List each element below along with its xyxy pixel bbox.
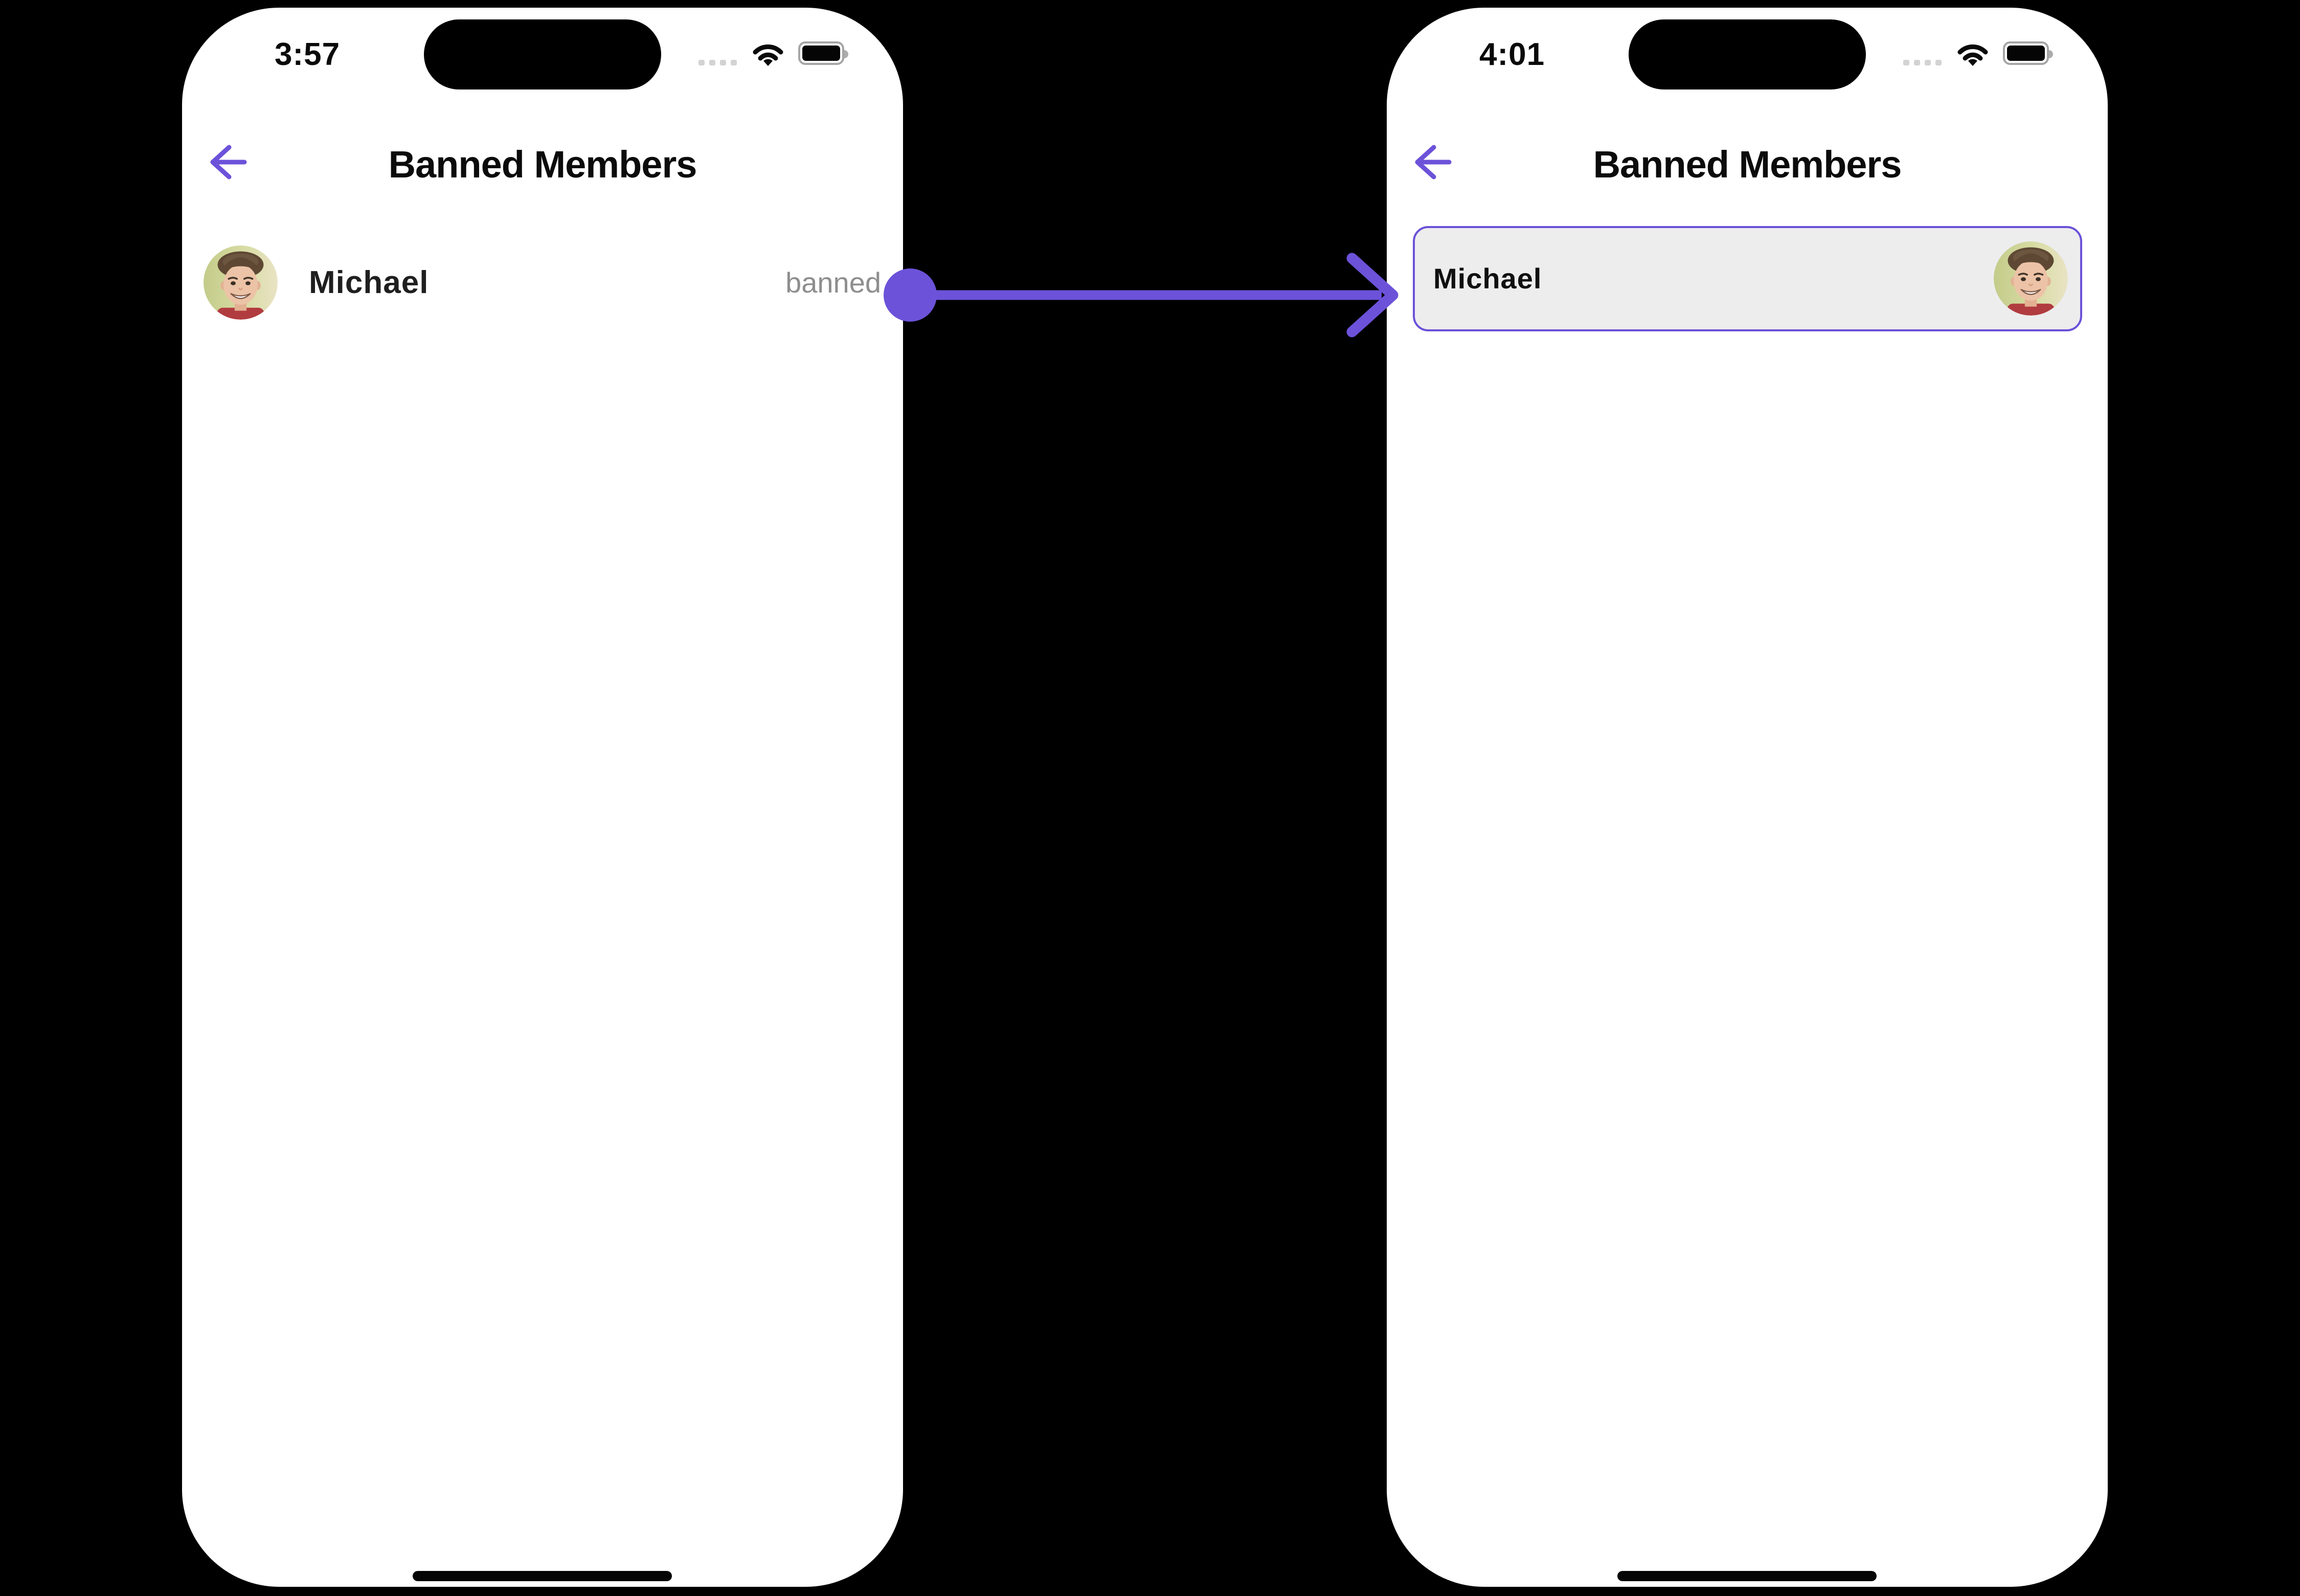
michael-avatar xyxy=(204,245,278,320)
phone-screen-before: 3:57 Banned Members Michael banned xyxy=(182,8,903,1587)
michael-avatar xyxy=(1994,241,2068,316)
status-icons xyxy=(1903,38,2057,74)
status-time: 3:57 xyxy=(275,37,341,72)
back-button[interactable] xyxy=(207,144,247,181)
flow-arrow-icon xyxy=(884,253,1399,338)
member-status-badge: banned xyxy=(785,266,881,299)
phone-screen-after: 4:01 Banned Members Michael xyxy=(1387,8,2108,1587)
wifi-icon xyxy=(1957,44,1988,66)
cellular-dots-icon xyxy=(1903,60,1942,65)
battery-icon xyxy=(798,41,848,65)
status-icons xyxy=(698,38,852,74)
member-name: Michael xyxy=(1433,262,1542,295)
page-title: Banned Members xyxy=(1593,143,1902,186)
dynamic-island xyxy=(1629,19,1866,89)
home-indicator[interactable] xyxy=(413,1571,672,1581)
battery-icon xyxy=(2003,41,2053,65)
banned-member-row[interactable]: Michael banned xyxy=(182,239,903,327)
wifi-icon xyxy=(753,44,783,66)
cellular-dots-icon xyxy=(698,60,737,65)
banned-member-card-highlighted[interactable]: Michael xyxy=(1413,226,2082,331)
dynamic-island xyxy=(424,19,661,89)
status-time: 4:01 xyxy=(1479,37,1545,72)
page-title: Banned Members xyxy=(388,143,697,186)
home-indicator[interactable] xyxy=(1617,1571,1877,1581)
member-name: Michael xyxy=(309,265,429,300)
back-button[interactable] xyxy=(1411,144,1452,181)
